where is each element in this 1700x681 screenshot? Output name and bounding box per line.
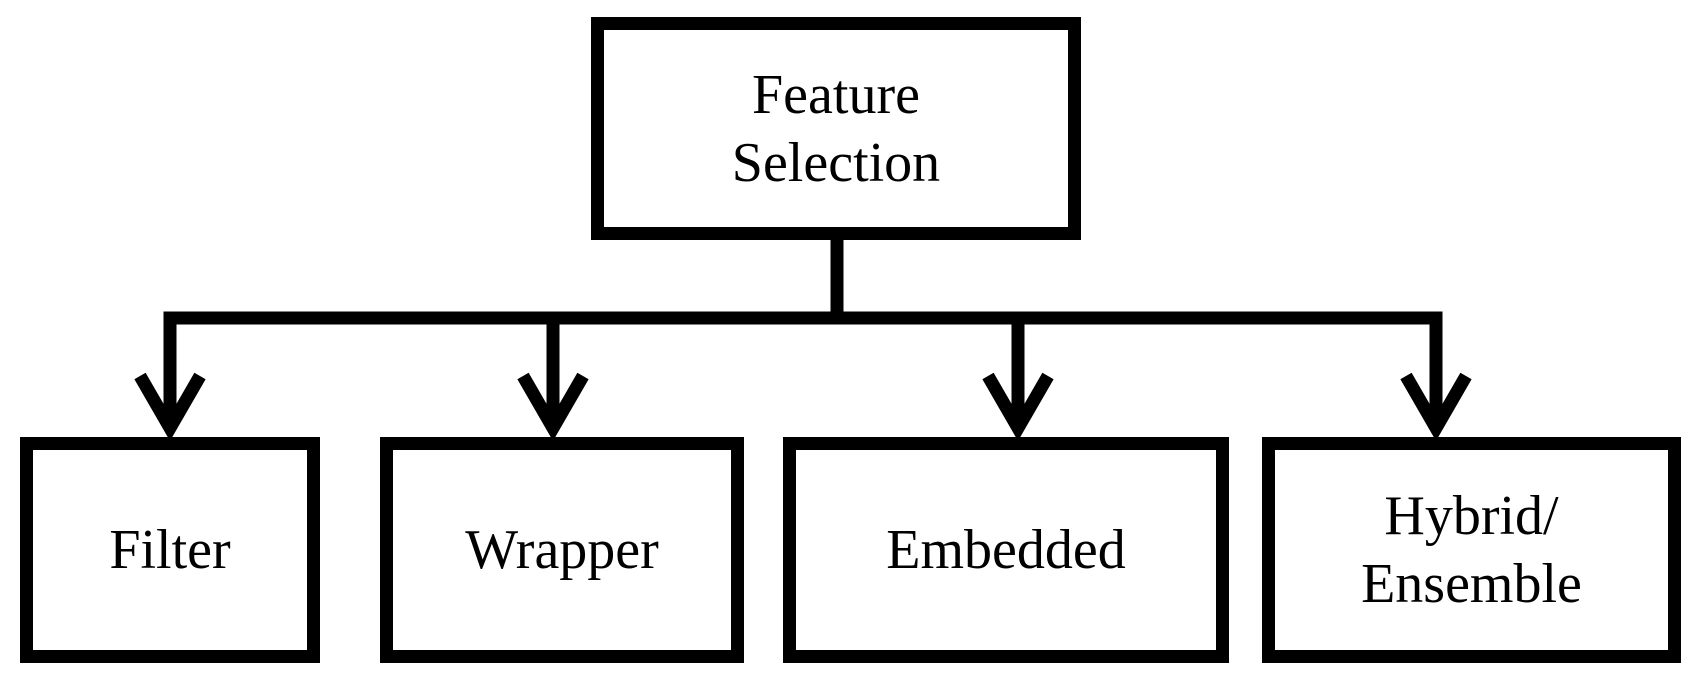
arrow-to-wrapper [517,318,589,442]
node-filter-label: Filter [109,519,231,581]
root-node-feature-selection: Feature Selection [591,17,1081,240]
arrow-to-filter [134,318,206,442]
node-wrapper-label: Wrapper [465,519,659,581]
arrow-to-hybrid-ensemble [1400,318,1472,442]
node-filter: Filter [20,437,320,663]
node-hybrid-ensemble: Hybrid/ Ensemble [1262,437,1681,663]
node-hybrid-line-1: Hybrid/ [1384,485,1559,547]
node-embedded: Embedded [783,437,1229,663]
root-line-2: Selection [731,131,941,194]
root-node-text: Feature Selection [732,61,940,197]
root-line-1: Feature [752,63,920,126]
node-hybrid-line-2: Ensemble [1361,553,1582,615]
node-wrapper: Wrapper [380,437,744,663]
node-hybrid-ensemble-text: Hybrid/ Ensemble [1361,482,1582,618]
arrow-to-embedded [982,318,1054,442]
node-embedded-label: Embedded [886,519,1126,581]
